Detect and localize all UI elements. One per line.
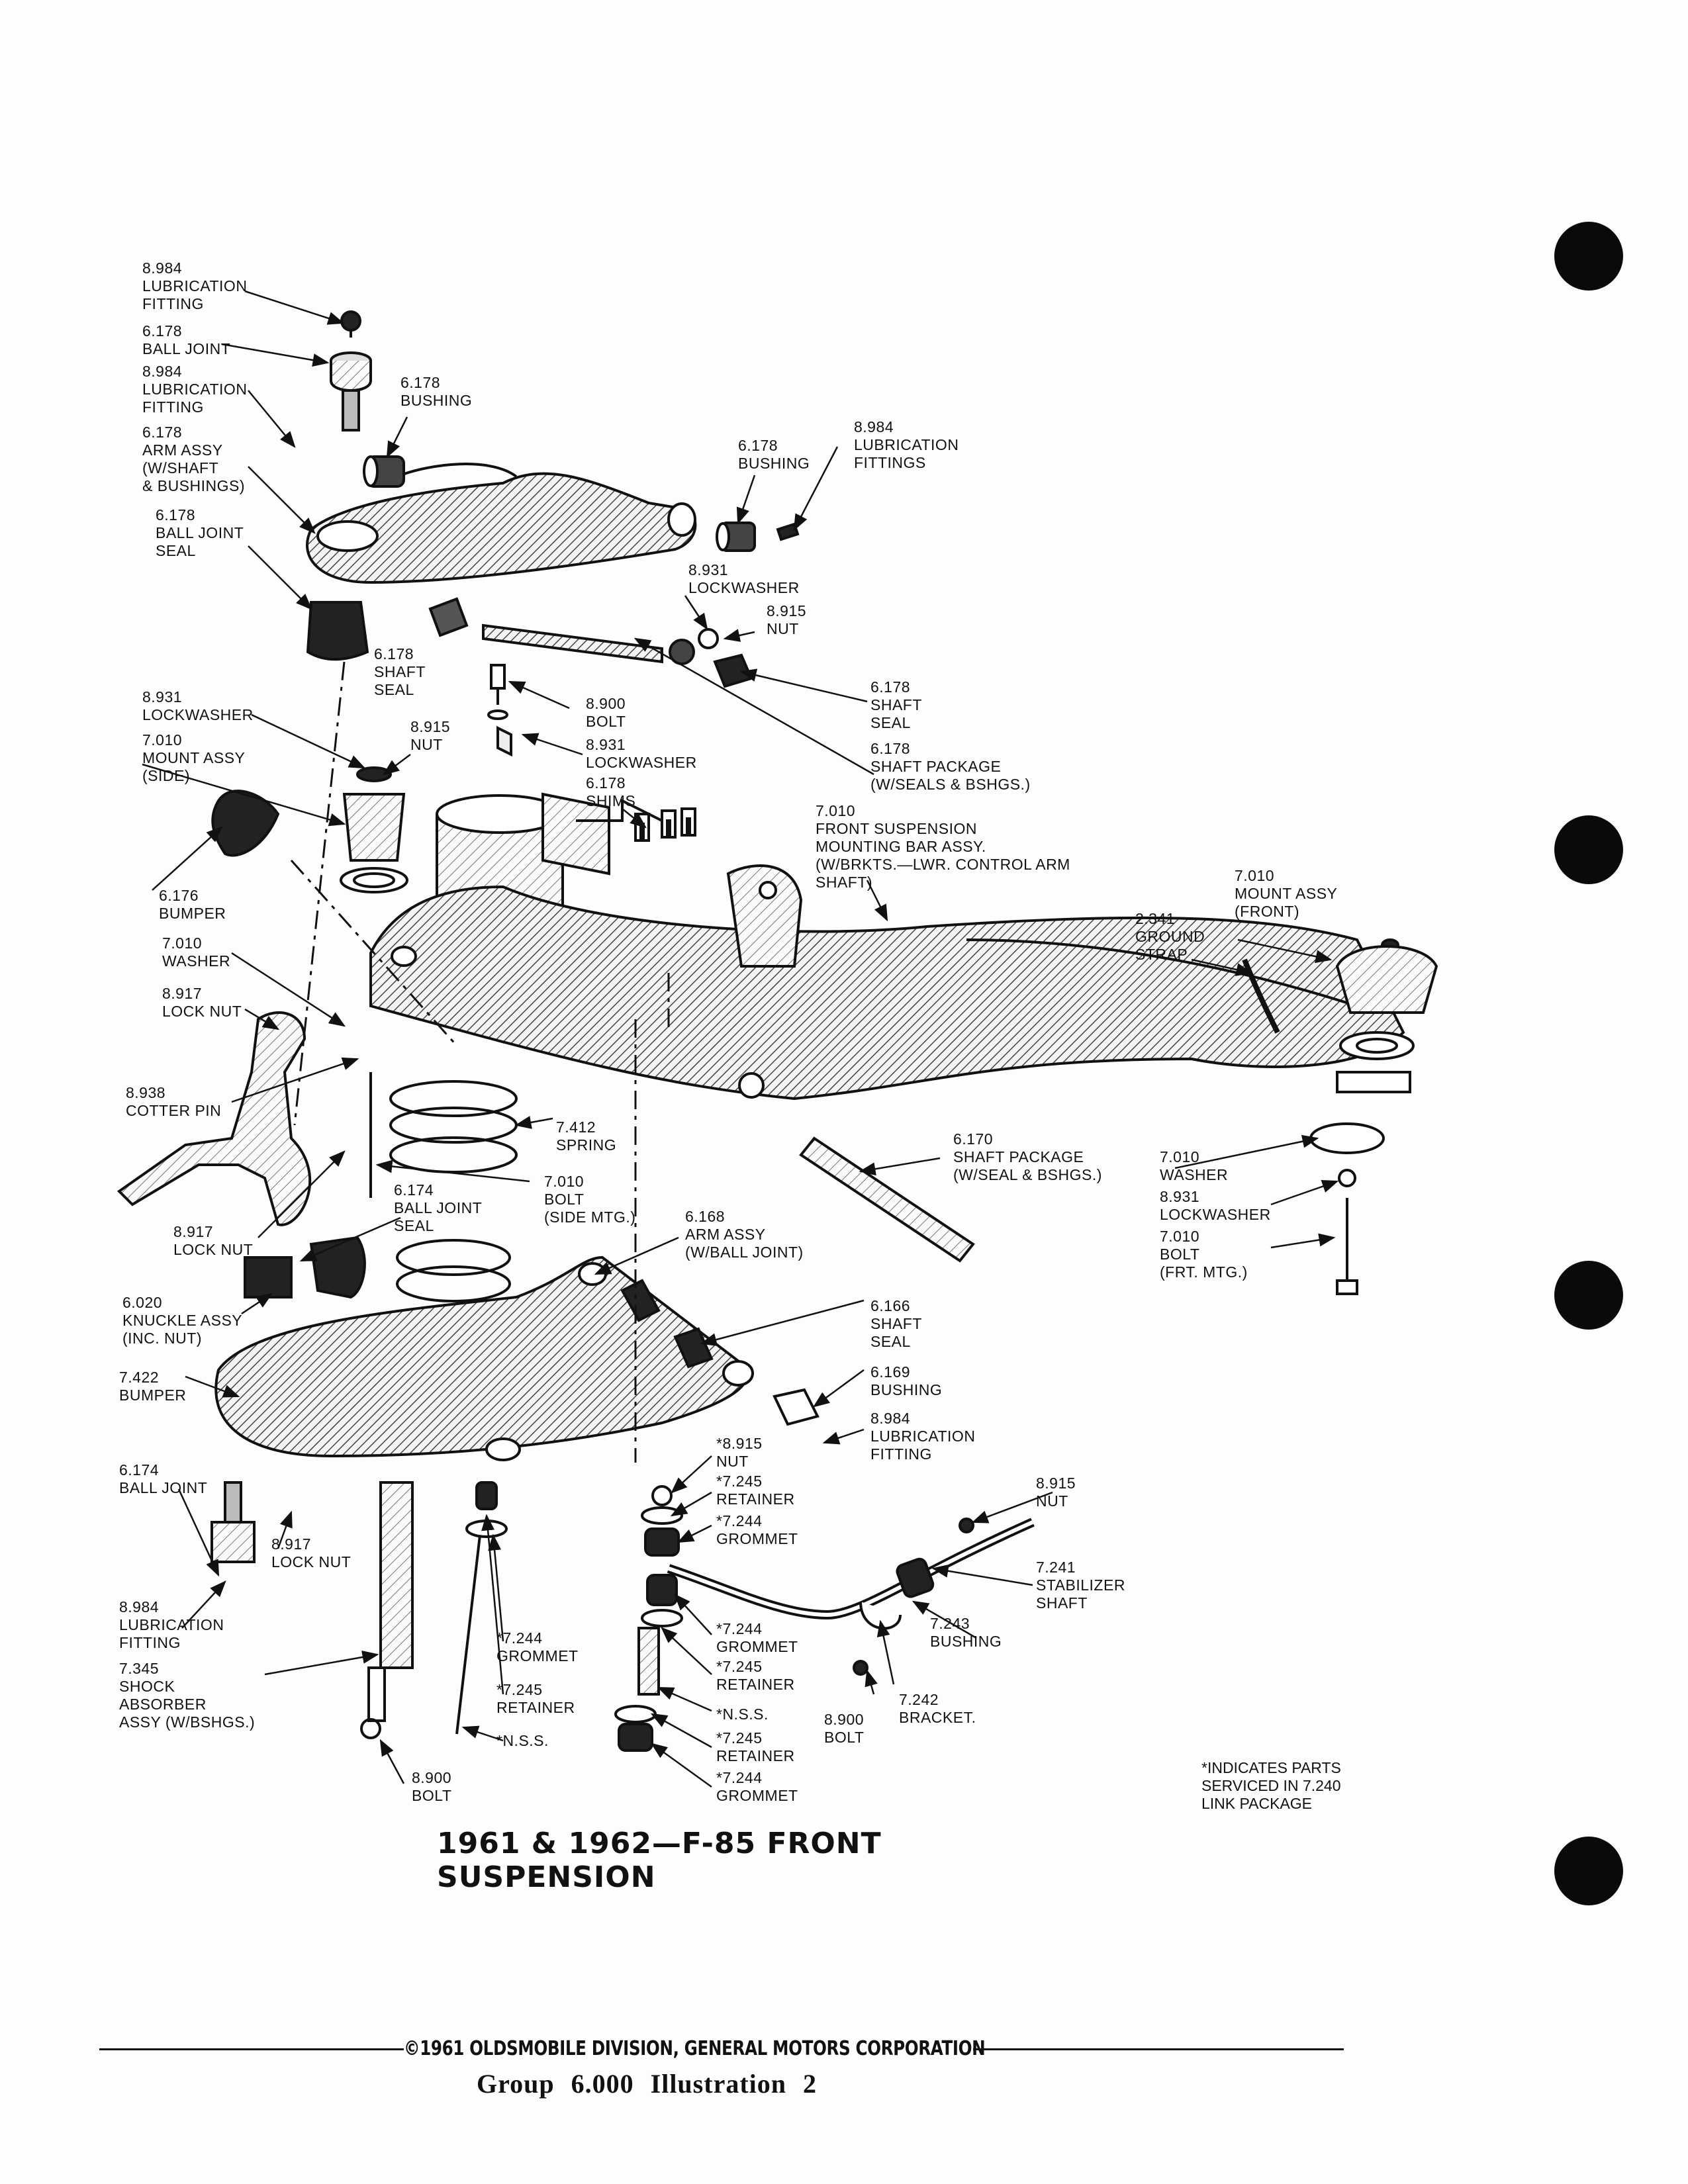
mounting-bar-frame bbox=[369, 792, 1405, 1101]
upper-bushing-right bbox=[716, 522, 800, 552]
footer-rule-left bbox=[99, 2048, 404, 2050]
binder-hole bbox=[1554, 1261, 1623, 1330]
group-illustration-label: Group 6.000 Illustration 2 bbox=[477, 2069, 817, 2099]
steering-knuckle bbox=[117, 1011, 312, 1226]
upper-ball-joint bbox=[330, 310, 372, 432]
front-washer bbox=[1309, 1122, 1385, 1154]
callout-nss-link: *N.S.S. bbox=[716, 1706, 769, 1723]
upper-ball-joint-seal bbox=[306, 601, 369, 661]
upper-bolt bbox=[487, 664, 512, 757]
front-mount-bolt bbox=[1336, 1198, 1358, 1295]
lower-bumper bbox=[309, 1236, 366, 1299]
footer-rule-right bbox=[973, 2048, 1344, 2050]
copyright-notice: ©1961 OLDSMOBILE DIVISION, GENERAL MOTOR… bbox=[404, 2037, 986, 2060]
front-mount-assembly bbox=[1335, 938, 1438, 1093]
callout-nss-left: *N.S.S. bbox=[496, 1732, 549, 1749]
binder-hole bbox=[1554, 1837, 1623, 1905]
shock-absorber bbox=[360, 1481, 414, 1739]
shims bbox=[634, 807, 696, 842]
right-link-stack bbox=[614, 1485, 683, 1752]
upper-bumper bbox=[211, 790, 280, 857]
upper-control-arm bbox=[306, 463, 697, 584]
side-mount-assembly bbox=[340, 766, 408, 893]
stabilizer-shaft bbox=[667, 1518, 1035, 1676]
lower-shaft-seal bbox=[620, 1279, 714, 1369]
binder-hole bbox=[1554, 222, 1623, 291]
lower-shaft-package bbox=[799, 1136, 975, 1263]
left-link-stack bbox=[455, 1481, 508, 1735]
lower-control-arm bbox=[214, 1255, 754, 1461]
lower-bushing bbox=[773, 1388, 820, 1426]
front-lockwasher bbox=[1338, 1169, 1356, 1187]
lower-ball-joint bbox=[211, 1481, 256, 1563]
upper-bushing-left bbox=[363, 455, 405, 488]
page-title: 1961 & 1962—F-85 FRONT SUSPENSION bbox=[437, 1827, 882, 1894]
upper-shaft-package bbox=[428, 597, 753, 688]
binder-hole bbox=[1554, 815, 1623, 884]
lower-ball-joint-seal bbox=[244, 1256, 293, 1298]
